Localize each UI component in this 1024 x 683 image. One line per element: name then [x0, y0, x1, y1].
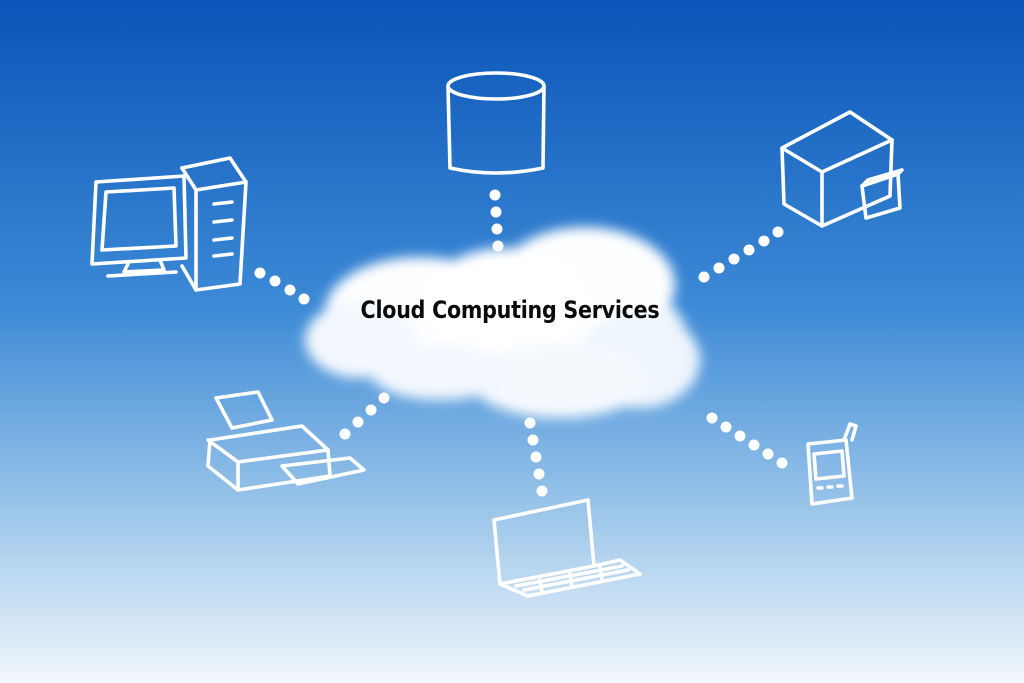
diagram-title: Cloud Computing Services — [355, 296, 665, 324]
